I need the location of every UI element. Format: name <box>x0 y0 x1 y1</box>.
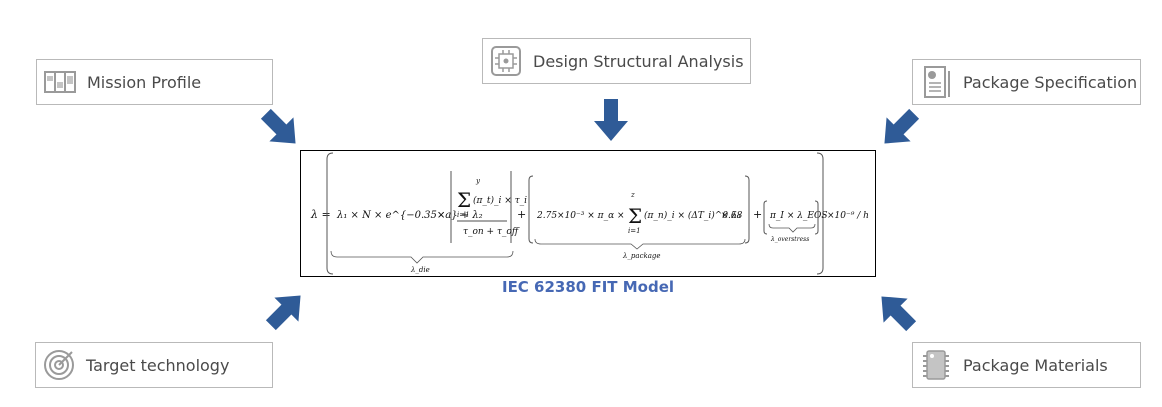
target-technology-box: Target technology <box>35 342 273 388</box>
sum2-lower-limit: i=1 <box>628 227 641 235</box>
design-structural-analysis-box: Design Structural Analysis <box>482 38 751 84</box>
lambda-overstress-label: λ_overstress <box>770 236 809 243</box>
fit-model-formula: λ = λ₁ × N × e^{−0.35×a} + λ₂ × y Σ i=1 … <box>300 150 876 277</box>
package-materials-label: Package Materials <box>963 355 1108 375</box>
arrow-package-spec-to-model <box>872 101 927 156</box>
sum2-upper-limit: z <box>630 191 635 199</box>
overstress-underbrace <box>768 223 816 233</box>
package-specification-box: Package Specification <box>912 59 1141 105</box>
svg-text:+: + <box>517 208 526 221</box>
sum-lower-limit: i=1 <box>457 211 470 219</box>
chip-circuit-icon <box>491 46 521 76</box>
formula-denominator: τ_on + τ_off <box>463 227 520 237</box>
formula-term-lambda1: λ₁ × N × e^{−0.35×a} + λ₂ <box>336 210 483 221</box>
sum2-symbol: Σ <box>628 204 642 228</box>
model-caption: IEC 62380 FIT Model <box>501 278 675 296</box>
target-technology-label: Target technology <box>86 355 230 375</box>
sum-symbol: Σ <box>457 188 471 212</box>
arrow-design-to-model <box>594 99 628 141</box>
package-underbrace <box>534 238 746 250</box>
formula-lhs: λ = <box>310 208 331 221</box>
mission-profile-box: Mission Profile <box>36 59 273 105</box>
spec-document-icon <box>924 66 950 98</box>
sum2-body: (π_n)_i × (ΔT_i)^0.68 <box>644 210 743 221</box>
formula-lambda3: × λ₃ <box>721 211 741 221</box>
arrow-package-materials-to-model <box>869 284 924 339</box>
target-icon <box>44 350 74 380</box>
formula-overstress-term: π_I × λ_EOS <box>769 211 828 221</box>
die-underbrace <box>330 250 514 264</box>
package-materials-box: Package Materials <box>912 342 1141 388</box>
svg-text:×: × <box>437 210 445 221</box>
package-specification-label: Package Specification <box>963 72 1138 92</box>
sum-upper-limit: y <box>475 177 481 185</box>
svg-text:+: + <box>753 208 762 221</box>
formula-package-term: 2.75×10⁻³ × π_α × <box>536 211 625 221</box>
sum-body: (π_t)_i × τ_i <box>473 195 527 206</box>
outer-left-brace <box>326 152 334 275</box>
map-icon <box>44 71 76 93</box>
design-structural-analysis-label: Design Structural Analysis <box>533 51 744 71</box>
mission-profile-label: Mission Profile <box>87 72 202 92</box>
lambda-package-label: λ_package <box>622 252 661 260</box>
outer-right-brace <box>816 152 824 275</box>
lambda-die-label: λ_die <box>410 266 430 274</box>
ic-package-icon <box>923 350 949 380</box>
formula-units: ×10⁻⁹ / h <box>827 211 869 221</box>
arrow-mission-to-model <box>253 101 308 156</box>
